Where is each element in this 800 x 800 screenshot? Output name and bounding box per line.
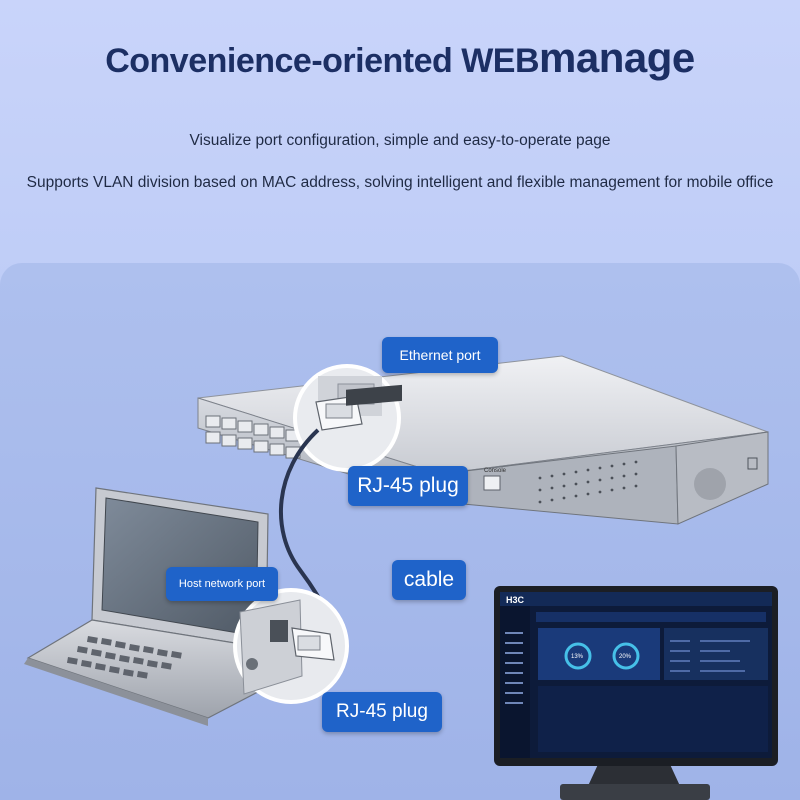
switch-port-array <box>205 415 301 459</box>
web-ui-info-panel <box>664 628 768 680</box>
cpu-gauge <box>564 642 592 670</box>
host-network-port-icon <box>270 620 288 642</box>
subtitle-port-configuration: Visualize port configuration, simple and… <box>189 132 611 149</box>
fan-grille-icon <box>694 468 726 500</box>
page-title-part2: manage <box>539 34 695 81</box>
switch-port-zoom <box>293 364 402 472</box>
memory-gauge-value: 20% <box>619 654 632 660</box>
switch-vent-dots <box>538 460 638 504</box>
callout-rj45-plug-laptop: RJ-45 plug <box>322 692 442 732</box>
monitor: H3C 13% 20% <box>494 586 778 800</box>
callout-rj45-plug-switch: RJ-45 plug <box>348 466 468 506</box>
cpu-gauge-value: 13% <box>571 654 584 660</box>
laptop-port-zoom <box>233 588 349 704</box>
page-title: Convenience-oriented WEBmanage <box>0 34 800 82</box>
power-switch-icon <box>747 457 758 470</box>
callout-ethernet-port: Ethernet port <box>382 337 498 373</box>
web-ui-gauge-panel <box>538 628 660 680</box>
memory-gauge <box>612 642 640 670</box>
callout-host-network-port: Host network port <box>166 567 278 601</box>
callout-cable: cable <box>392 560 466 600</box>
console-port <box>483 475 501 491</box>
page-title-part1: Convenience-oriented WEB <box>105 42 540 80</box>
subtitle-vlan-division: Supports VLAN division based on MAC addr… <box>26 174 774 191</box>
laptop-keyboard <box>66 636 182 679</box>
h3c-logo: H3C <box>506 595 525 605</box>
console-label: Console <box>484 468 507 474</box>
